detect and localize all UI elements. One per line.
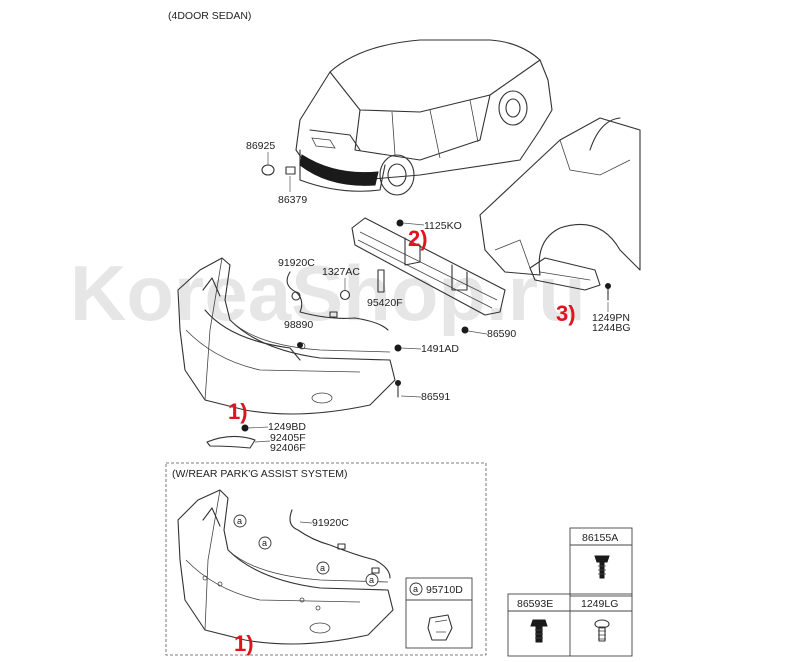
assist-bumper-cover [177, 489, 394, 645]
callout-2: 2) [408, 226, 428, 251]
part-number-1249lg: 1249LG [581, 598, 618, 610]
part-number-1491ad: 1491AD [421, 343, 459, 355]
watermark: KoreaShop.ru [70, 249, 586, 337]
clip-86155a-icon [594, 555, 610, 579]
marker-a-4-label: a [369, 575, 374, 585]
part-number-95710d: 95710D [426, 584, 463, 596]
part-number-1249bd: 1249BD [268, 421, 306, 433]
parking-sensor-part [427, 614, 453, 641]
part-number-91920c-assist: 91920C [312, 517, 349, 529]
marker-a-box-label: a [413, 584, 418, 594]
part-number-1249pn: 1249PN [592, 312, 630, 324]
part-number-92405f: 92405F [270, 432, 306, 444]
part-number-86379: 86379 [278, 194, 307, 206]
marker-a-1-label: a [237, 516, 242, 526]
bumper-beam [351, 217, 506, 316]
part-number-86925: 86925 [246, 140, 275, 152]
assist-wiring-harness [289, 509, 391, 579]
marker-a-3 [316, 561, 330, 575]
part-number-91920c: 91920C [278, 257, 315, 269]
rear-fender-illustration [479, 117, 641, 276]
clip-1327ac [339, 289, 351, 301]
callout-3: 3) [556, 301, 576, 326]
assist-system-box [165, 462, 487, 656]
part-number-86593e: 86593E [517, 598, 553, 610]
bolt-1125ko [396, 219, 404, 227]
nut-86590 [461, 326, 469, 334]
reflector-part [206, 435, 256, 449]
part-98890 [297, 342, 303, 348]
variant-label: (4DOOR SEDAN) [168, 10, 251, 22]
part-number-86155a: 86155A [582, 532, 618, 544]
callout-1: 1) [228, 399, 248, 424]
part-number-1125ko: 1125KO [424, 220, 462, 232]
marker-a-1 [233, 514, 247, 528]
screw-1249bd [241, 424, 249, 432]
screw-1249lg-icon [594, 619, 610, 642]
sensor-box [405, 577, 473, 649]
part-number-1244bg: 1244BG [592, 322, 631, 334]
marker-a-2 [258, 536, 272, 550]
assist-box-title: (W/REAR PARK'G ASSIST SYSTEM) [172, 468, 347, 480]
clip-1491ad [394, 344, 402, 352]
part-number-86591: 86591 [421, 391, 450, 403]
part-number-1327ac: 1327AC [322, 266, 360, 278]
part-number-95420f: 95420F [367, 297, 403, 309]
callout-1-assist: 1) [234, 631, 254, 656]
marker-a-box [409, 582, 423, 596]
marker-a-2-label: a [262, 538, 267, 548]
bracket-95420f [377, 269, 385, 293]
bolt-86593e-icon [530, 619, 548, 643]
side-bracket [529, 257, 601, 291]
clip-part [285, 166, 296, 175]
wiring-harness [286, 271, 389, 331]
car-illustration [295, 39, 553, 196]
grommet-part [261, 164, 275, 176]
bumper-cover [177, 257, 396, 415]
fastener-table [507, 527, 633, 657]
part-number-92406f: 92406F [270, 442, 306, 454]
part-number-98890: 98890 [284, 319, 313, 331]
marker-a-3-label: a [320, 563, 325, 573]
part-number-86590: 86590 [487, 328, 516, 340]
marker-a-4 [365, 573, 379, 587]
